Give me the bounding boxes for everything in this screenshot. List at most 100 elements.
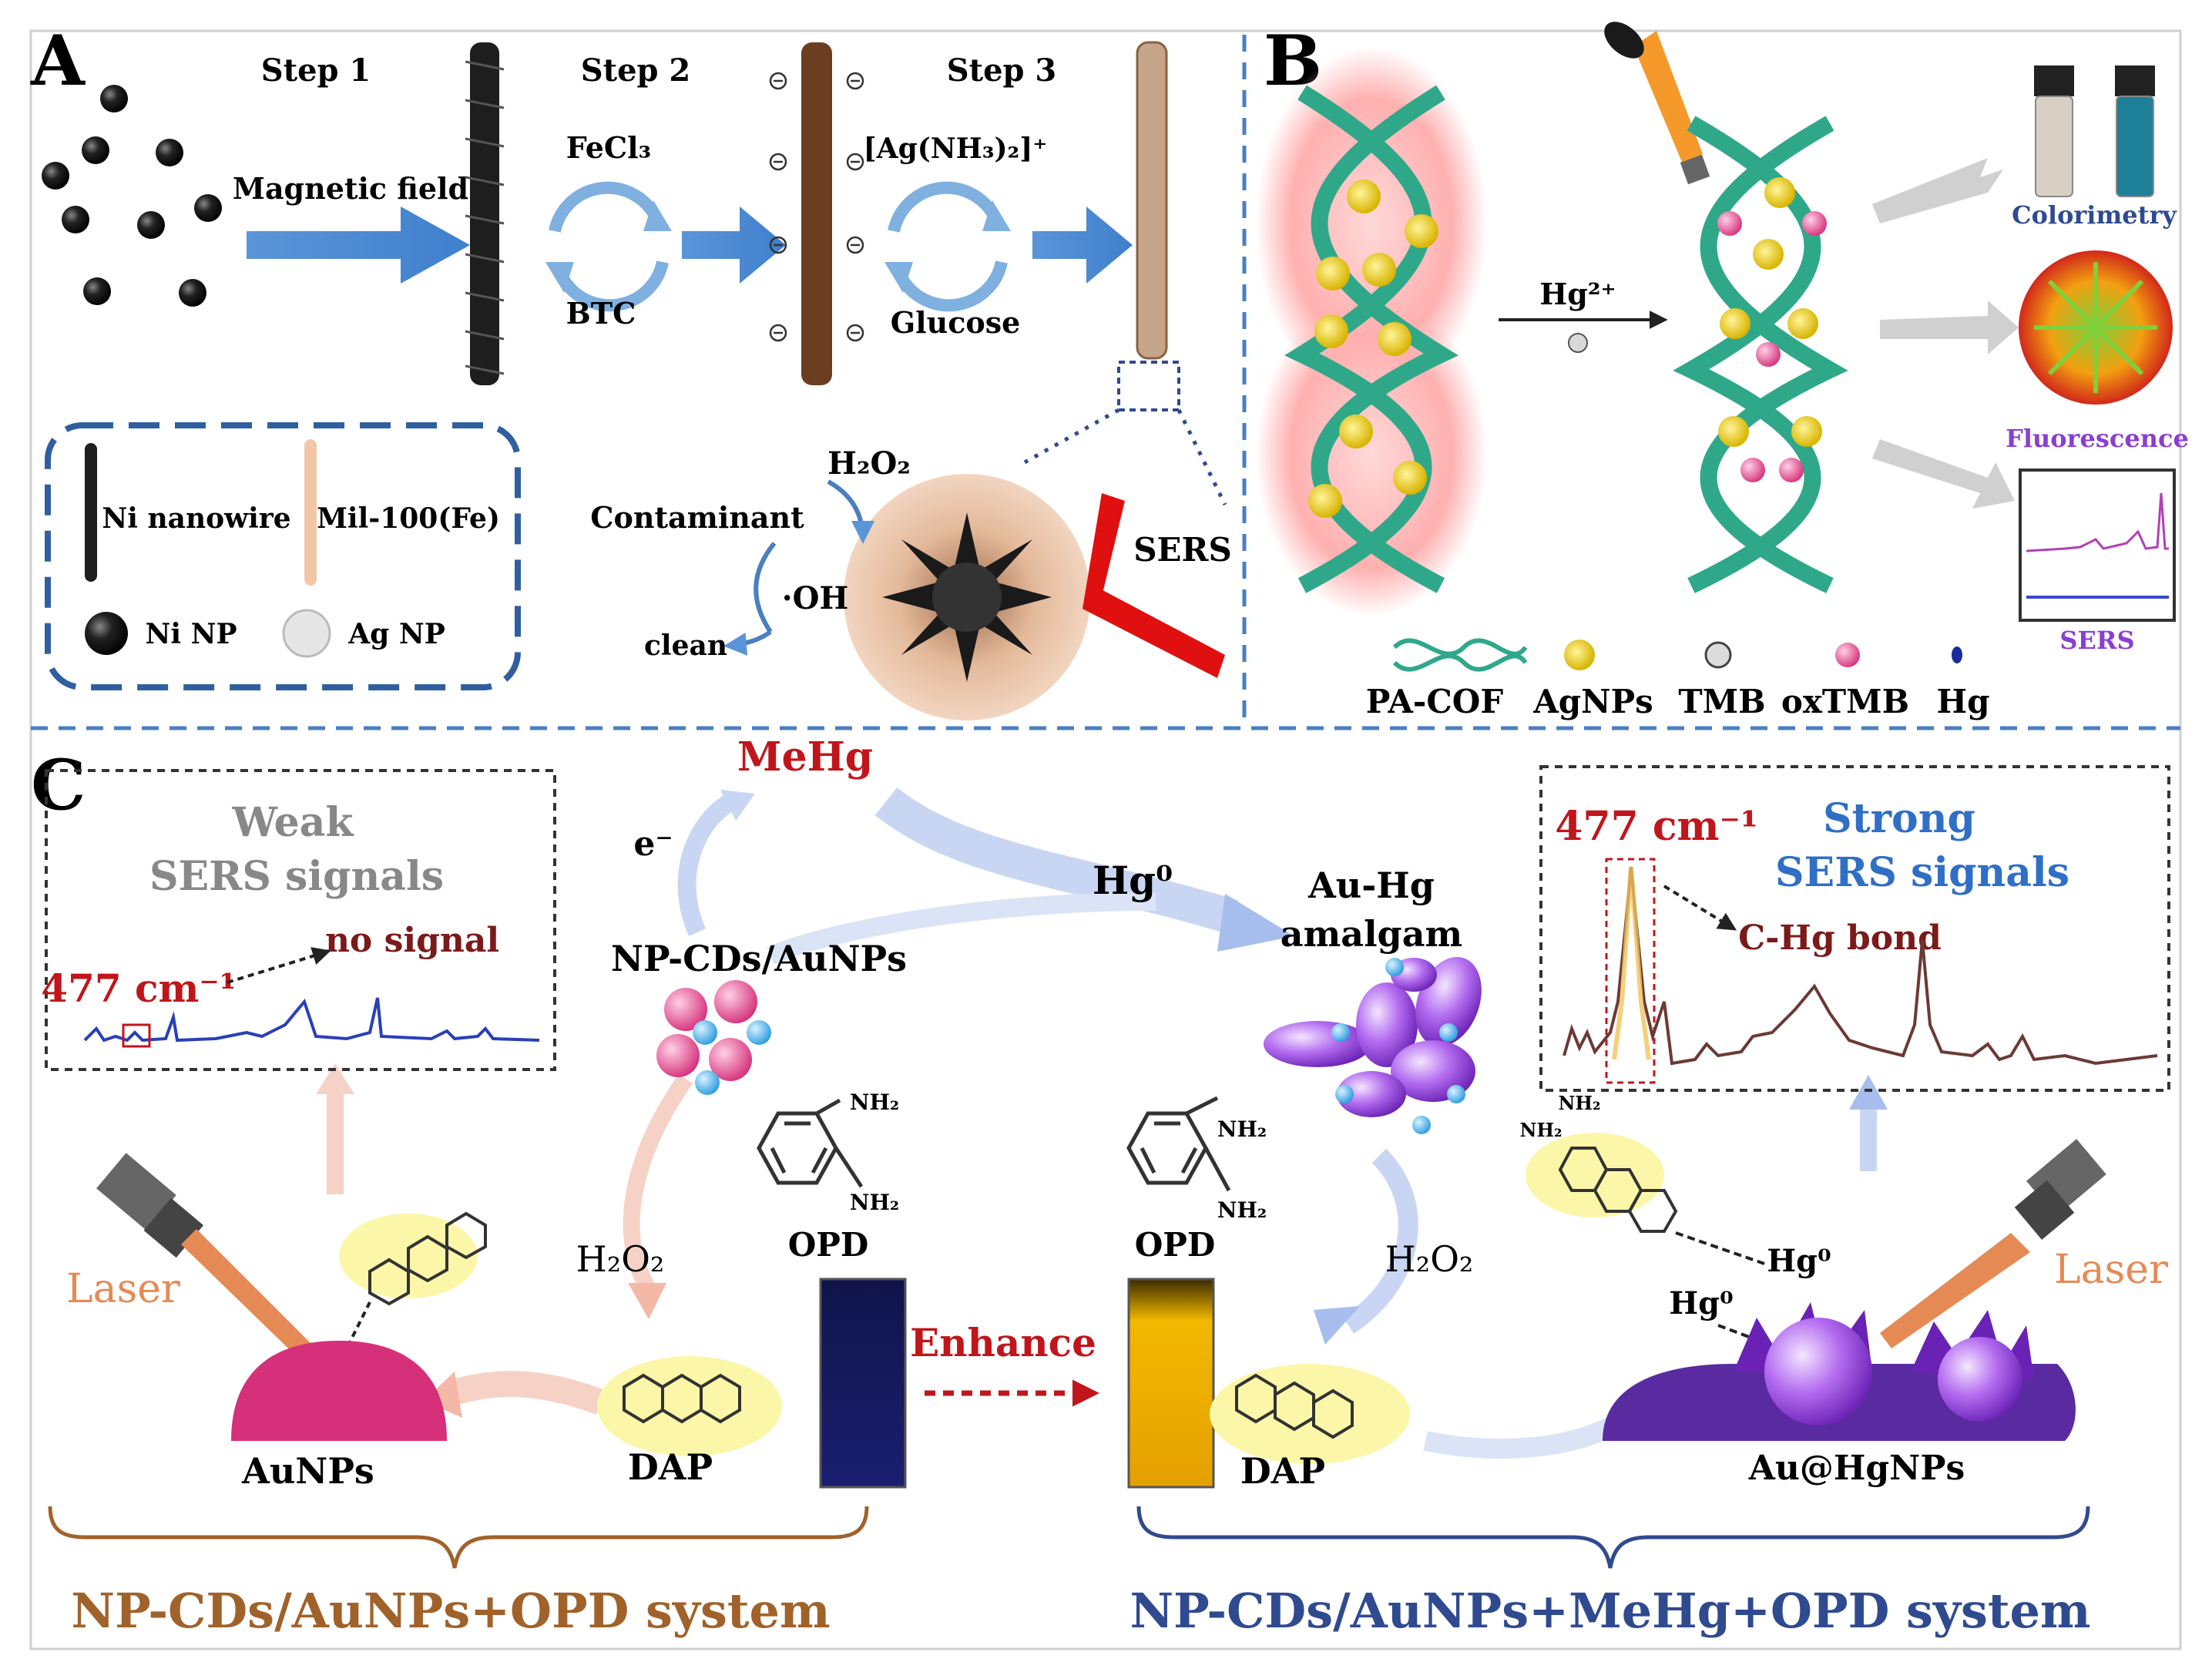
ni-nanowire [470, 42, 499, 385]
panel-a-letter: A [30, 20, 86, 102]
legend-ni-nanowire-label: Ni nanowire [102, 502, 290, 535]
aunps-hemisphere [231, 1341, 447, 1441]
panel-a: A Step 1 Magnetic field Step 2 FeCl₃ [30, 20, 1232, 720]
flow-arrow-h2o2-right [1342, 1148, 1418, 1334]
flow-arrow-dap-to-aunps [442, 1371, 606, 1415]
legend-tmb-icon [1704, 641, 1732, 669]
nh2-label-1: NH₂ [850, 1090, 899, 1115]
fluorescence-label: Fluorescence [2006, 424, 2189, 453]
strong-peak-marker [1605, 858, 1656, 1084]
h2o2-label-c-left: H₂O₂ [576, 1238, 665, 1280]
legend-ni-nanowire-icon [85, 443, 97, 582]
agnps-on-cof-right [1718, 177, 1822, 447]
zoom-line-left [1023, 408, 1120, 465]
cuvette-yellow [1127, 1278, 1215, 1489]
np-cds-aunps-cluster [656, 980, 771, 1095]
magnetic-field-label: Magnetic field [233, 171, 468, 206]
system-left-label: NP-CDs/AuNPs+OPD system [71, 1583, 830, 1639]
step-2-label: Step 2 [581, 52, 691, 89]
laser-label-left: Laser [66, 1266, 180, 1312]
legend-ag-np-icon [282, 609, 331, 658]
contaminant-label: Contaminant [590, 500, 804, 535]
arrow-to-sers [1872, 439, 2015, 509]
brush-icon [1604, 22, 1710, 185]
system-right-label: NP-CDs/AuNPs+MeHg+OPD system [1129, 1583, 2090, 1639]
au-hg-amalgam-cluster [1264, 956, 1482, 1134]
hg0-label-b: Hg⁰ [1669, 1285, 1733, 1321]
hg0-label-center: Hg⁰ [1093, 858, 1173, 903]
sers-spectrum-box [2019, 468, 2176, 622]
flow-arrow-h2o2-left [623, 1073, 693, 1291]
dap-molecule-center-left [597, 1356, 782, 1456]
flow-arrow-mehg [874, 787, 1238, 935]
nh2-label-3: NH₂ [1217, 1117, 1267, 1142]
step-1-arrow [247, 207, 470, 284]
enhance-label: Enhance [910, 1320, 1096, 1365]
legend-mil-icon [304, 439, 317, 586]
c-hg-bond-label: C-Hg bond [1738, 918, 1942, 958]
laser-beam-in [1083, 493, 1125, 613]
panel-c-letter: C [31, 744, 86, 826]
laser-device-right [1880, 1139, 2106, 1348]
flow-arrow-npcds [767, 892, 1156, 965]
nh2-label-5: NH₂ [1519, 1119, 1562, 1141]
dap-molecule-on-aunps [339, 1211, 487, 1357]
weak-sers-box [45, 769, 556, 1071]
brace-right [1136, 1506, 2090, 1569]
cof-glow-top [1256, 46, 1487, 401]
weak-peak-marker [122, 1023, 151, 1048]
legend-pa-cof-icon [1392, 638, 1528, 672]
negative-charges [769, 72, 864, 342]
arrow-to-fluorescence [1880, 301, 2019, 354]
panel-b: B Hg²⁺ [1256, 20, 2189, 720]
hg2-label: Hg²⁺ [1539, 277, 1616, 311]
weak-title-line2: SERS signals [149, 853, 444, 900]
step-3-label: Step 3 [947, 52, 1057, 89]
laser-label-right: Laser [2054, 1247, 2168, 1293]
legend-tmb-label: TMB [1678, 683, 1765, 720]
legend-mil-label: Mil-100(Fe) [317, 502, 500, 535]
figure-frame [29, 29, 2182, 1650]
legend-ni-np-label: Ni NP [145, 618, 237, 650]
oh-radical-label: ·OH [782, 580, 849, 616]
dap-label-right: DAP [1240, 1450, 1325, 1492]
legend-oxtmb-label: oxTMB [1781, 683, 1909, 720]
clean-label: clean [644, 630, 727, 662]
colorimetry-vials [2034, 65, 2155, 197]
hg0-label-a: Hg⁰ [1767, 1243, 1831, 1279]
legend-pa-cof-label: PA-COF [1366, 683, 1504, 720]
nanowire-texture [465, 60, 505, 375]
legend-agnps-icon [1564, 640, 1595, 670]
au-hgnps-label: Au@HgNPs [1748, 1449, 1965, 1488]
h2o2-label-a: H₂O₂ [827, 445, 911, 482]
cof-glow-bottom [1256, 293, 1487, 616]
nh2-label-4: NH₂ [1217, 1197, 1267, 1223]
dap-molecule-bound [1526, 1133, 1678, 1233]
step-2-arrow [682, 207, 786, 284]
strong-title-line1: Strong [1823, 795, 1975, 842]
legend-hg-icon [1952, 646, 1962, 663]
fecl3-label: FeCl₃ [566, 130, 651, 165]
laser-device-left [96, 1153, 324, 1368]
zoom-box [1117, 361, 1180, 411]
panel-c: C Weak SERS signals no signal 477 cm⁻¹ M… [31, 734, 2170, 1639]
brace-left [48, 1506, 869, 1569]
weak-title-line1: Weak [232, 799, 354, 846]
star-core [882, 512, 1052, 682]
sers-label-b: SERS [2059, 626, 2134, 655]
au-hg-line1: Au-Hg [1307, 865, 1435, 906]
pa-cof-helix-right [1673, 116, 1848, 593]
aunps-label: AuNPs [241, 1450, 374, 1492]
ni-np-scatter [42, 85, 222, 307]
step-3-cycle-icon [888, 181, 1008, 312]
mof-coated-wire [801, 42, 832, 385]
fluorescence-rays [2034, 262, 2157, 393]
strong-sers-box [1539, 765, 2170, 1092]
step-2-cycle-icon [549, 181, 669, 312]
legend-oxtmb-icon [1835, 643, 1860, 667]
oxtmb-on-cof [1717, 211, 1827, 482]
opd-label-right: OPD [1135, 1226, 1216, 1264]
au-hgnps-substrate [1603, 1302, 2076, 1441]
cuvette-dark [819, 1278, 907, 1489]
